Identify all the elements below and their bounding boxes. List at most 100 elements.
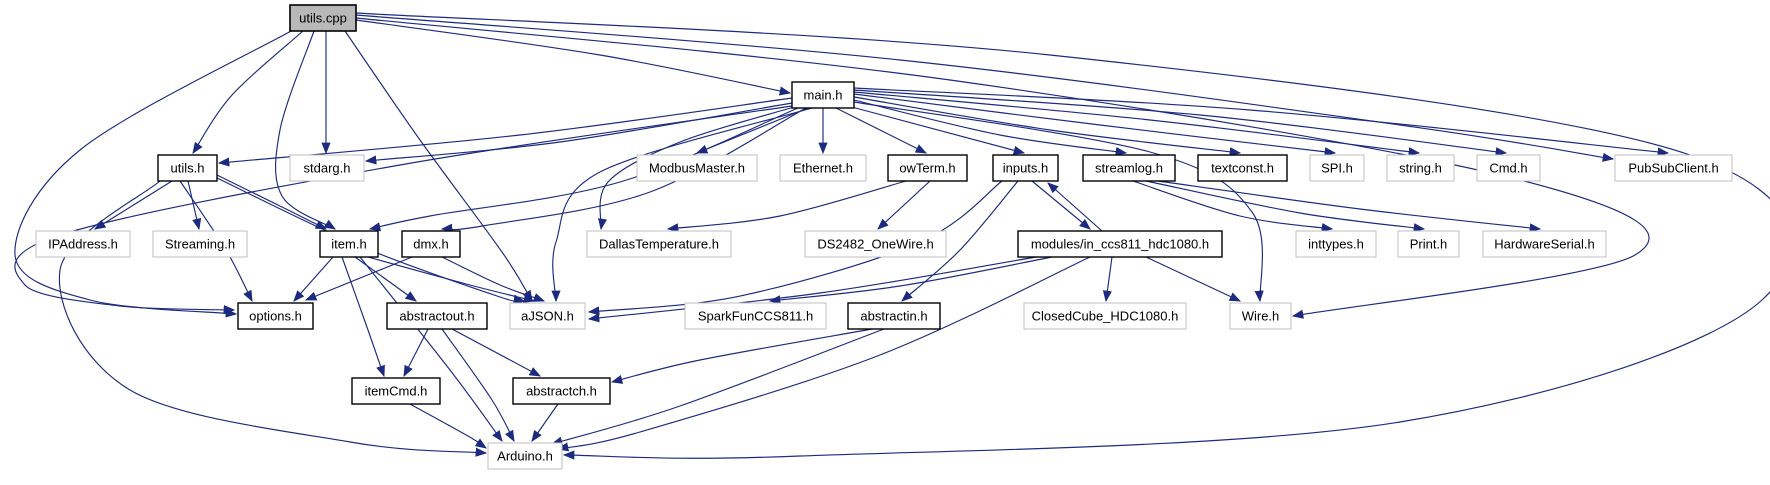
node-box-utils-cpp [289,4,357,32]
edge-utils_h-to-item [216,174,328,230]
node-utils-cpp: utils.cpp [289,4,357,32]
node-label-dmx: dmx.h [413,237,448,252]
node-box-ipaddress [35,230,131,258]
node-modules[interactable]: modules/in_ccs811_hdc1080.h [1017,230,1223,258]
edge-utils_cpp-to-wire [355,17,1650,319]
edge-utils_cpp-to-arduino [355,12,1770,460]
node-label-print: Print.h [1410,237,1448,252]
node-label-ipaddress: IPAddress.h [48,237,118,252]
edge-abstractout-to-abstractch [451,328,542,377]
node-ipaddress: IPAddress.h [35,230,131,258]
node-itemcmd[interactable]: itemCmd.h [351,377,441,405]
node-box-pubsub [1614,154,1733,182]
node-owterm[interactable]: owTerm.h [887,154,968,182]
node-label-inttypes: inttypes.h [1308,237,1364,252]
edge-inputs-to-modules [1031,180,1091,230]
node-label-ds2482: DS2482_OneWire.h [817,237,933,252]
node-box-ethernet [779,154,867,182]
node-box-inputs[interactable] [992,154,1059,182]
node-arduino: Arduino.h [487,442,563,470]
node-box-abstractch[interactable] [512,377,611,405]
edge-main_h-to-spi [853,93,1337,157]
edge-main_h-to-ajson [551,107,813,303]
edge-item-to-arduino [359,256,503,442]
edge-main_h-to-string_h [853,91,1421,157]
edge-utils_h-to-ipaddress [94,180,173,230]
node-utils-h[interactable]: utils.h [157,154,218,182]
node-textconst[interactable]: textconst.h [1197,154,1288,182]
node-label-pubsub: PubSubClient.h [1628,161,1718,176]
node-box-abstractout[interactable] [386,302,488,330]
edge-dmx-to-ajson [441,256,546,302]
node-ethernet: Ethernet.h [779,154,867,182]
node-box-ajson [509,302,586,330]
node-spi: SPI.h [1309,154,1365,182]
edge-modules-to-inputs [1047,182,1103,232]
edge-main_h-to-pubsub [853,87,1670,157]
edge-streamlog-to-inttypes [1132,180,1334,233]
node-abstractch[interactable]: abstractch.h [512,377,611,405]
edge-modules-to-arduino [556,256,1091,452]
edge-item-to-ajson [367,256,536,303]
node-label-inputs: inputs.h [1003,161,1049,176]
node-streaming: Streaming.h [152,230,248,258]
node-label-abstractch: abstractch.h [526,384,597,399]
node-label-item: item.h [331,237,366,252]
node-hwserial: HardwareSerial.h [1482,230,1607,258]
node-label-modbus: ModbusMaster.h [649,161,745,176]
edge-main_h-to-wire [853,101,1264,303]
node-box-modules[interactable] [1017,230,1223,258]
node-label-utils-cpp: utils.cpp [299,11,347,26]
edge-owterm-to-ds2482 [877,180,931,230]
edge-owterm-to-dallas [666,180,907,233]
edge-main_h-to-item [368,107,799,232]
node-label-main-h: main.h [803,88,842,103]
edge-utils_cpp-to-item [275,30,336,230]
node-print: Print.h [1397,230,1460,258]
node-box-itemcmd[interactable] [351,377,441,405]
node-box-abstractin[interactable] [847,302,941,330]
edge-inputs-to-ajson [587,180,1003,316]
node-box-hwserial [1482,230,1607,258]
edge-utils_h-to-ajson [216,177,526,304]
node-dmx[interactable]: dmx.h [401,230,461,258]
node-box-stdarg-h [289,154,365,182]
node-box-dmx[interactable] [401,230,461,258]
node-item[interactable]: item.h [319,230,379,258]
node-label-cmd: Cmd.h [1489,161,1527,176]
node-box-main-h[interactable] [791,81,855,109]
edge-utils_cpp-to-pubsub [355,14,1615,162]
node-label-abstractout: abstractout.h [399,309,474,324]
node-label-options: options.h [249,309,302,324]
node-abstractin[interactable]: abstractin.h [847,302,941,330]
node-box-textconst[interactable] [1197,154,1288,182]
edge-main_h-to-stdarg_h [364,102,793,165]
node-label-abstractin: abstractin.h [860,309,927,324]
node-label-itemcmd: itemCmd.h [365,384,428,399]
node-streamlog[interactable]: streamlog.h [1082,154,1176,182]
node-abstractout[interactable]: abstractout.h [386,302,488,330]
node-main-h[interactable]: main.h [791,81,855,109]
node-layer: utils.cpp main.h utils.h stdarg.h ModbusMast… [35,4,1733,470]
node-box-options[interactable] [237,302,314,330]
edge-abstractin-to-arduino [550,328,885,446]
edge-item-to-options [293,256,334,302]
node-box-item[interactable] [319,230,379,258]
node-box-utils-h[interactable] [157,154,218,182]
node-box-streamlog[interactable] [1082,154,1176,182]
node-box-dallas [586,230,732,258]
node-box-cmd [1476,154,1541,182]
node-label-hwserial: HardwareSerial.h [1494,237,1594,252]
edge-main_h-to-options [14,105,793,315]
node-label-string-h: string.h [1399,161,1442,176]
node-inputs[interactable]: inputs.h [992,154,1059,182]
node-box-owterm[interactable] [887,154,968,182]
node-label-arduino: Arduino.h [497,449,553,464]
edge-inputs-to-abstractin [901,180,1019,302]
node-options[interactable]: options.h [237,302,314,330]
node-closedcube: ClosedCube_HDC1080.h [1023,302,1187,330]
node-label-stdarg-h: stdarg.h [304,161,351,176]
edge-main_h-to-modbus [695,107,809,154]
node-box-sparkfun [684,302,827,330]
